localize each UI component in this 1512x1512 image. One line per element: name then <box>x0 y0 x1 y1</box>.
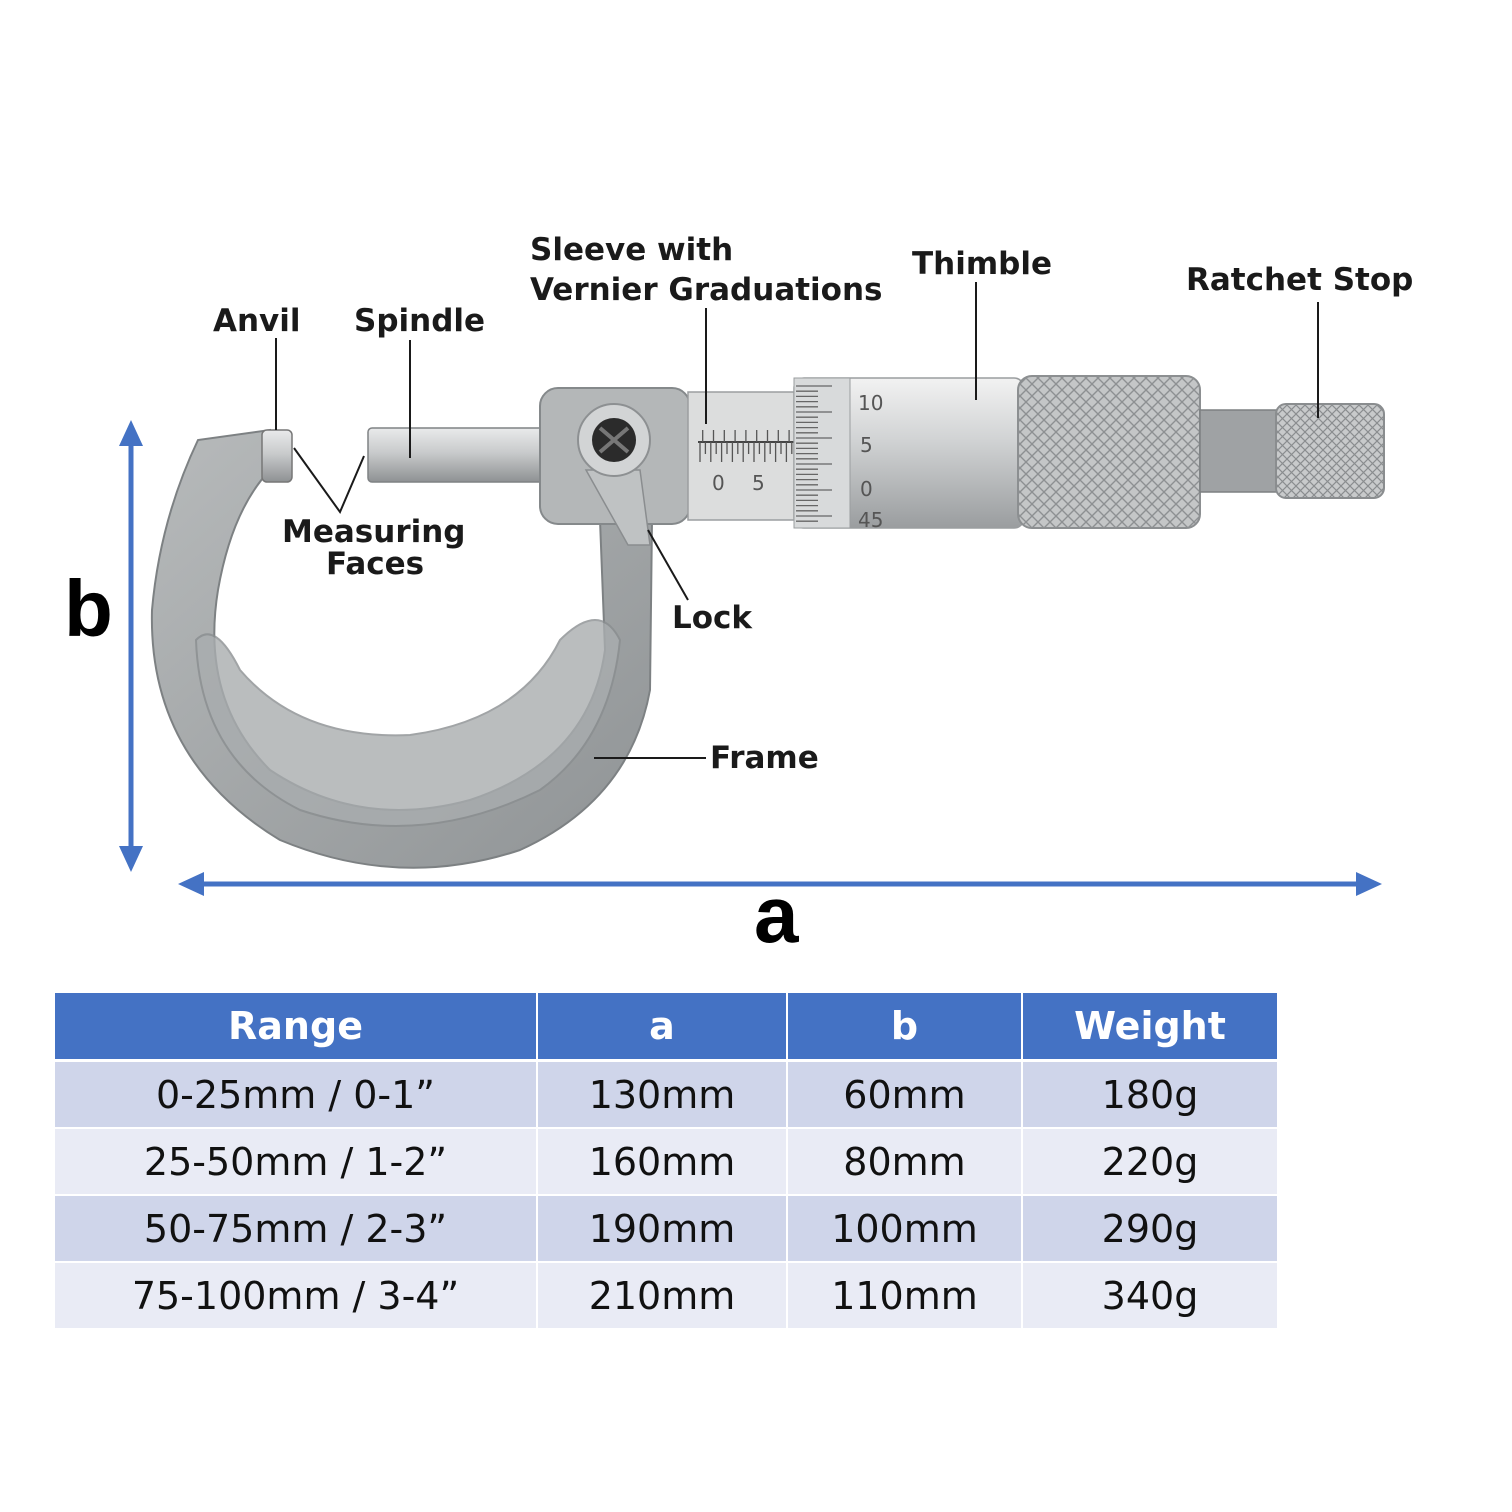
lock-label: Lock <box>672 600 753 636</box>
header-range: Range <box>55 993 538 1062</box>
header-b: b <box>787 993 1023 1062</box>
sleeve-label-line1: Sleeve with <box>530 232 733 268</box>
cell-b: 110mm <box>787 1262 1023 1330</box>
dimension-b-arrow <box>119 420 143 872</box>
cell-range: 0-25mm / 0-1” <box>55 1060 538 1129</box>
sleeve-label-line2: Vernier Graduations <box>530 272 883 308</box>
sleeve-scale-number: 5 <box>752 471 765 495</box>
anvil-shape <box>261 429 293 483</box>
measuring-faces-label-line1: Measuring <box>282 514 466 550</box>
micrometer-diagram: 0 5 10 5 0 45 Anvil Spindle Sleeve with … <box>64 232 1413 959</box>
spec-table: Range a b Weight 0-25mm / 0-1” 130mm 60m… <box>55 993 1277 1330</box>
lock-leader <box>647 529 689 601</box>
cell-a: 130mm <box>537 1060 788 1129</box>
thimble-scale-number: 0 <box>860 477 873 501</box>
cell-weight: 340g <box>1022 1262 1277 1330</box>
thimble-scale-number: 5 <box>860 433 873 457</box>
cell-range: 50-75mm / 2-3” <box>55 1195 538 1263</box>
thimble-knurl-shape <box>1017 375 1201 529</box>
sleeve-ticks <box>699 430 793 462</box>
header-a: a <box>537 993 788 1062</box>
cell-range: 75-100mm / 3-4” <box>55 1262 538 1330</box>
thimble-shape <box>793 377 1025 529</box>
table-header-row: Range a b Weight <box>55 993 1277 1062</box>
thimble-ticks <box>796 385 832 522</box>
dimension-b-label: b <box>64 564 113 653</box>
table-row: 25-50mm / 1-2” 160mm 80mm 220g <box>55 1128 1277 1196</box>
dimension-a-arrow <box>178 872 1382 896</box>
table-row: 75-100mm / 3-4” 210mm 110mm 340g <box>55 1262 1277 1330</box>
thimble-scale-number: 10 <box>858 391 883 415</box>
dimension-a-label: a <box>754 870 799 959</box>
cell-a: 160mm <box>537 1128 788 1196</box>
anvil-label: Anvil <box>213 303 301 339</box>
table-row: 0-25mm / 0-1” 130mm 60mm 180g <box>55 1060 1277 1129</box>
ratchet-stop-shape <box>1199 403 1385 499</box>
cell-range: 25-50mm / 1-2” <box>55 1128 538 1196</box>
frame-shape <box>150 428 654 869</box>
ratchet-stop-label: Ratchet Stop <box>1186 262 1413 298</box>
spindle-label: Spindle <box>354 303 485 339</box>
cell-a: 190mm <box>537 1195 788 1263</box>
cell-a: 210mm <box>537 1262 788 1330</box>
table-row: 50-75mm / 2-3” 190mm 100mm 290g <box>55 1195 1277 1263</box>
cell-b: 80mm <box>787 1128 1023 1196</box>
cell-b: 100mm <box>787 1195 1023 1263</box>
sleeve-scale-number: 0 <box>712 471 725 495</box>
cell-b: 60mm <box>787 1060 1023 1129</box>
header-weight: Weight <box>1022 993 1277 1062</box>
measuring-faces-leader <box>293 447 365 515</box>
measuring-faces-label-line2: Faces <box>326 546 424 582</box>
cell-weight: 220g <box>1022 1128 1277 1196</box>
thimble-scale-number: 45 <box>858 508 883 532</box>
frame-label: Frame <box>710 740 819 776</box>
thimble-label: Thimble <box>912 246 1052 282</box>
lock-shape <box>577 403 651 546</box>
cell-weight: 180g <box>1022 1060 1277 1129</box>
spindle-shape <box>367 427 547 483</box>
cell-weight: 290g <box>1022 1195 1277 1263</box>
